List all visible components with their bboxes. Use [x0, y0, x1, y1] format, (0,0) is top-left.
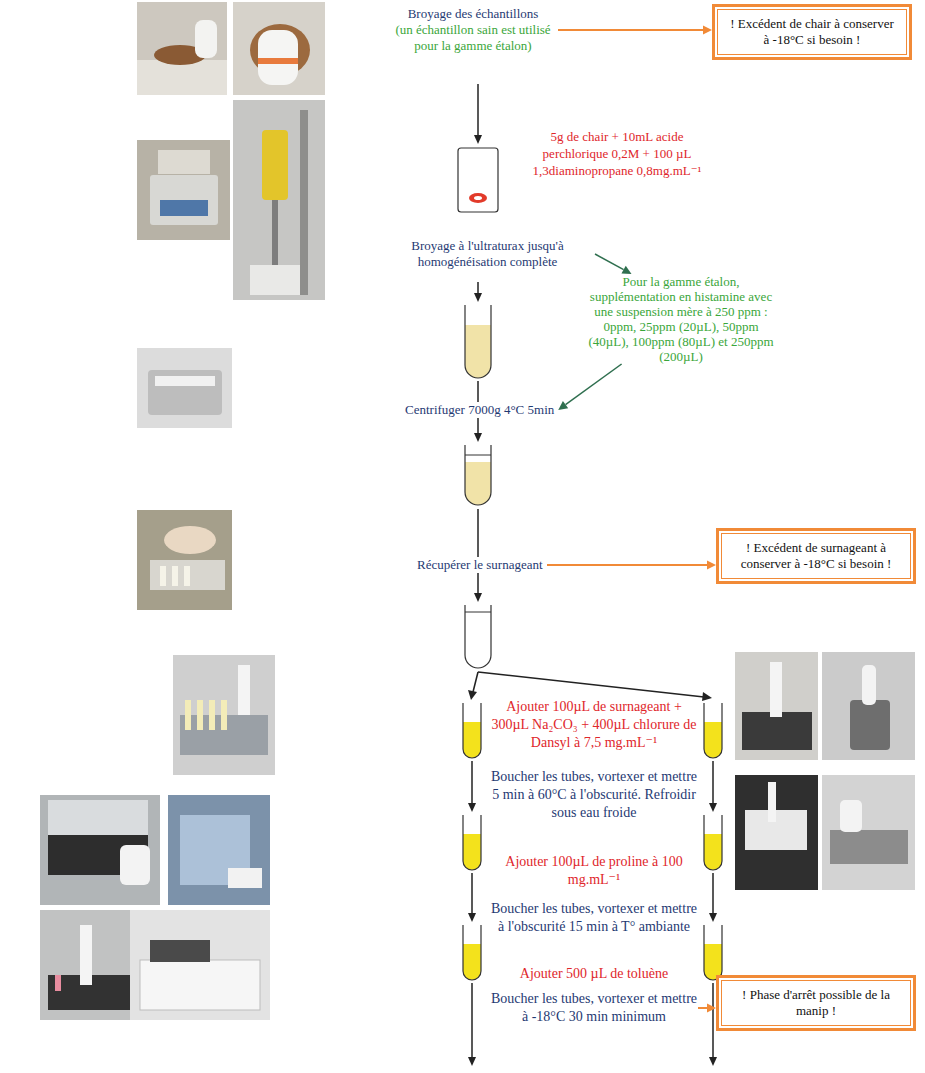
- reagent-text: 5g de chair + 10mL acide perchlorique 0,…: [522, 128, 712, 179]
- step-text: Broyage à l'ultraturax jusqu'à homogénéi…: [380, 238, 595, 270]
- photo: [40, 795, 160, 905]
- reagent-text: Ajouter 100µL de surnageant + 300µL Na₂C…: [490, 698, 698, 752]
- step-text-line: Boucher les tubes, vortexer et mettre 5 …: [490, 768, 698, 822]
- step-text-line: Récupérer le surnageant: [417, 557, 543, 573]
- reagent-text-line: Ajouter 100µL de surnageant + 300µL Na₂C…: [490, 698, 698, 752]
- reagent-text: Ajouter 500 µL de toluène: [490, 965, 698, 983]
- photo: [735, 652, 818, 760]
- photo: [822, 652, 915, 760]
- photo: [137, 510, 232, 610]
- photo: [822, 775, 915, 890]
- photo: [168, 795, 270, 905]
- reagent-text: Ajouter 100µL de proline à 100 mg.mL⁻¹: [490, 853, 698, 889]
- tube: [465, 445, 491, 505]
- step-text-line: (un échantillon sain est utilisé pour la…: [388, 22, 558, 54]
- reagent-text-line: Ajouter 100µL de proline à 100 mg.mL⁻¹: [490, 853, 698, 889]
- arrowhead: [707, 1004, 716, 1013]
- connector-line: [698, 1007, 707, 1009]
- reagent-text-line: 5g de chair + 10mL acide perchlorique 0,…: [522, 128, 712, 179]
- connector-line: [547, 564, 707, 566]
- beaker: [458, 148, 498, 212]
- note-box-line: ! Phase d'arrêt possible de la manip !: [731, 987, 901, 1019]
- step-text: Boucher les tubes, vortexer et mettre à …: [490, 900, 698, 936]
- step-text: Boucher les tubes, vortexer et mettre à …: [490, 990, 698, 1026]
- photo: [233, 100, 325, 300]
- photo: [130, 910, 270, 1020]
- note-box-line: ! Excédent de chair à conserver à -18°C …: [727, 16, 897, 48]
- note-box: ! Excédent de surnageant à conserver à -…: [716, 528, 916, 584]
- step-text: Broyage des échantillons(un échantillon …: [388, 6, 558, 54]
- tube: [465, 605, 491, 668]
- connector: [558, 26, 712, 35]
- standard-note: Pour la gamme étalon, supplémentation en…: [582, 274, 780, 364]
- step-text-line: Broyage à l'ultraturax jusqu'à homogénéi…: [380, 238, 595, 270]
- photo: [137, 2, 227, 95]
- step-text-line: Boucher les tubes, vortexer et mettre à …: [490, 990, 698, 1026]
- step-text: Centrifuger 7000g 4°C 5min: [401, 402, 558, 418]
- photo: [137, 140, 230, 240]
- arrowhead: [558, 401, 568, 410]
- step-text-line: Broyage des échantillons: [388, 6, 558, 22]
- photo: [735, 775, 818, 890]
- connector: [595, 254, 632, 274]
- photo: [173, 655, 275, 775]
- connector-line: [566, 364, 622, 405]
- standard-note-line: Pour la gamme étalon, supplémentation en…: [582, 274, 780, 364]
- arrowhead: [707, 561, 716, 570]
- note-box: ! Excédent de chair à conserver à -18°C …: [712, 4, 912, 60]
- tube: [465, 305, 491, 378]
- arrowhead: [703, 26, 712, 35]
- photo: [137, 348, 232, 428]
- reagent-text-line: Ajouter 500 µL de toluène: [490, 965, 698, 983]
- step-text: Boucher les tubes, vortexer et mettre 5 …: [490, 768, 698, 822]
- connector-line: [558, 29, 703, 31]
- connector: [698, 1004, 716, 1013]
- connector: [547, 561, 716, 570]
- connector-line: [595, 254, 624, 270]
- step-text-line: Boucher les tubes, vortexer et mettre à …: [490, 900, 698, 936]
- step-text: Récupérer le surnageant: [413, 557, 547, 573]
- connector: [558, 364, 621, 410]
- note-box: ! Phase d'arrêt possible de la manip !: [716, 975, 916, 1031]
- photo: [233, 2, 325, 95]
- step-text-line: Centrifuger 7000g 4°C 5min: [405, 402, 554, 418]
- flow-arrow: [468, 84, 717, 1066]
- note-box-line: ! Excédent de surnageant à conserver à -…: [731, 540, 901, 572]
- arrowhead: [621, 266, 631, 274]
